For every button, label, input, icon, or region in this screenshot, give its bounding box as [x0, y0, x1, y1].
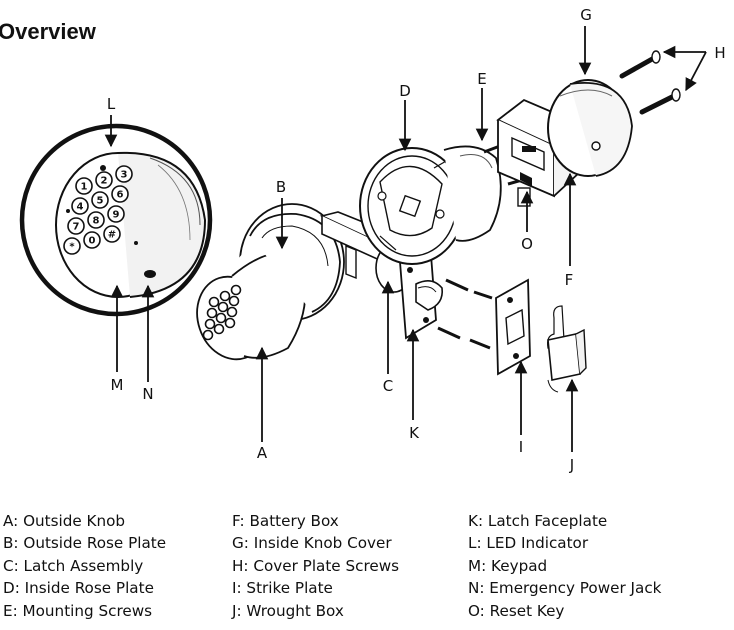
callout-F: F — [565, 271, 574, 289]
keypad-key — [217, 301, 229, 313]
keypad-key-label: 8 — [93, 216, 100, 227]
parts-legend: A: Outside Knob B: Outside Rose Plate C:… — [0, 510, 734, 628]
keypad-key — [83, 231, 101, 249]
keypad-key — [87, 211, 105, 229]
keypad-key — [103, 225, 121, 243]
legend-item-m: M: Keypad — [468, 556, 548, 575]
legend-item-k: K: Latch Faceplate — [468, 512, 608, 530]
keypad-key — [91, 191, 109, 209]
keypad-key-label: 0 — [89, 236, 96, 247]
outside-keypad — [202, 284, 242, 341]
strike-plate — [495, 278, 531, 376]
keypad-key-label: 6 — [117, 190, 124, 201]
callout-A: A — [257, 444, 268, 462]
leader-H-bottom — [685, 51, 707, 92]
cover-plate-screws — [619, 50, 681, 115]
keypad-key — [67, 217, 85, 235]
callout-J: J — [569, 456, 574, 474]
callout-labels: L M N B A C D E G H F O K I J — [107, 6, 726, 474]
strike-screws — [437, 278, 493, 350]
keypad-key — [107, 205, 125, 223]
keypad-key — [115, 165, 133, 183]
keypad-key — [208, 296, 220, 308]
inside-rose-mount-cylinder — [443, 145, 502, 242]
keypad-key-label: # — [108, 230, 116, 241]
keypad-detail-view: 1 2 3 4 5 6 7 8 9 * 0 # — [19, 123, 213, 317]
keypad-key-label: * — [69, 242, 75, 253]
callout-C: C — [383, 377, 393, 395]
keypad-key-label: 7 — [73, 222, 80, 233]
callout-G: G — [580, 6, 592, 24]
keypad-key-label: 9 — [113, 210, 120, 221]
callout-K: K — [409, 424, 420, 442]
keypad-key — [219, 290, 231, 302]
legend-item-d: D: Inside Rose Plate — [3, 579, 154, 598]
callout-N: N — [142, 385, 153, 403]
legend-item-e: E: Mounting Screws — [3, 601, 153, 620]
led-indicator-dot — [100, 165, 106, 171]
legend-item-b: B: Outside Rose Plate — [3, 534, 167, 553]
page-title: Overview — [0, 19, 96, 44]
legend-item-c: C: Latch Assembly — [3, 556, 144, 575]
keypad-key — [206, 307, 218, 319]
legend-item-g: G: Inside Knob Cover — [232, 534, 392, 553]
leader-lines — [104, 26, 707, 452]
legend-item-n: N: Emergency Power Jack — [468, 579, 662, 598]
callout-O: O — [521, 235, 533, 253]
keypad-key — [228, 295, 240, 307]
legend-column-3: K: Latch Faceplate L: LED Indicator M: K… — [468, 510, 661, 622]
wrought-box — [547, 305, 587, 393]
keypad-key-label: 1 — [81, 182, 88, 193]
reset-key — [517, 187, 531, 207]
exploded-lock-diagram: 1 2 3 4 5 6 7 8 9 * 0 # — [19, 6, 726, 474]
callout-B: B — [276, 178, 286, 196]
inside-knob-cover — [547, 79, 633, 177]
keypad-key-label: 4 — [77, 202, 84, 213]
emergency-power-jack — [144, 270, 156, 278]
keypad-key — [75, 177, 93, 195]
keypad-key — [204, 318, 216, 330]
legend-item-o: O: Reset Key — [468, 601, 565, 620]
legend-item-i: I: Strike Plate — [232, 579, 333, 598]
legend-item-j: J: Wrought Box — [232, 601, 344, 620]
keypad-key — [63, 237, 81, 255]
keypad-key — [215, 312, 227, 324]
keypad-key — [202, 329, 214, 341]
legend-item-a: A: Outside Knob — [3, 512, 126, 530]
legend-item-f: F: Battery Box — [232, 512, 339, 530]
keypad-key-label: 2 — [101, 176, 108, 187]
keypad-key — [111, 185, 129, 203]
callout-E: E — [477, 70, 486, 88]
callout-I: I — [519, 438, 523, 456]
keypad-key-label: 3 — [121, 170, 128, 181]
keypad-key — [224, 317, 236, 329]
keypad-buttons: 1 2 3 4 5 6 7 8 9 * 0 # — [63, 165, 133, 255]
callout-L: L — [107, 95, 116, 113]
legend-column-2: F: Battery Box G: Inside Knob Cover H: C… — [232, 510, 399, 622]
legend-item-l: L: LED Indicator — [468, 534, 589, 553]
keypad-key — [226, 306, 238, 318]
inside-rose-plate — [359, 147, 465, 265]
callout-D: D — [399, 82, 411, 100]
keypad-key — [95, 171, 113, 189]
callout-M: M — [111, 376, 124, 394]
latch-faceplate — [399, 240, 444, 340]
keypad-key-label: 5 — [97, 196, 104, 207]
keypad-key — [71, 197, 89, 215]
legend-item-h: H: Cover Plate Screws — [232, 556, 400, 575]
legend-column-1: A: Outside Knob B: Outside Rose Plate C:… — [3, 510, 166, 622]
callout-H: H — [714, 44, 725, 62]
keypad-key — [230, 284, 242, 296]
keypad-key — [213, 323, 225, 335]
